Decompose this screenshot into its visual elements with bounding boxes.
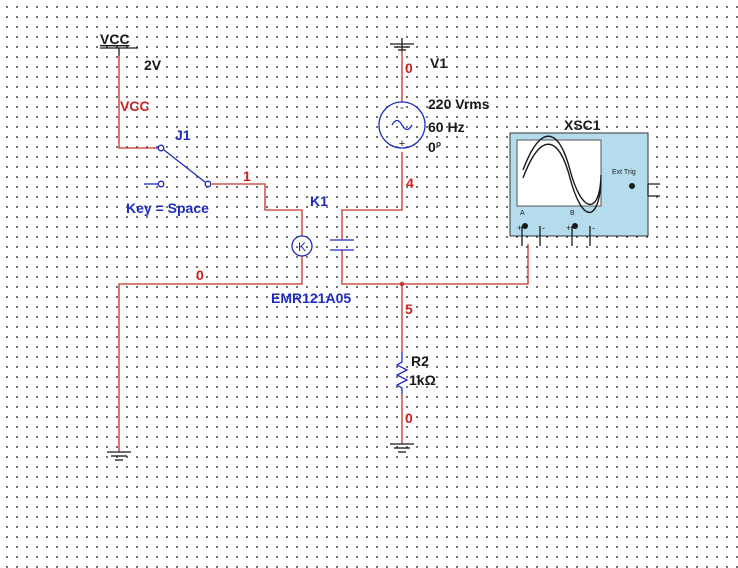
r2-zigzag	[395, 352, 409, 394]
junction-dot	[399, 281, 405, 287]
switch-blade	[163, 149, 206, 183]
ground-left[interactable]	[107, 451, 131, 461]
resistor-r2[interactable]: R2 1kΩ	[395, 352, 436, 394]
wire-net-0-ground[interactable]	[118, 256, 303, 452]
net-label-0-v1: 0	[405, 60, 413, 76]
scope-b-minus: -	[592, 223, 595, 233]
wire-net-5[interactable]	[341, 244, 529, 285]
net-label-4: 4	[406, 175, 414, 191]
v1-minus-sign: -	[400, 102, 404, 114]
scope-channel-a-label: A	[520, 210, 525, 217]
ac-source-v1[interactable]: + - V1 220 Vrms 60 Hz 0°	[378, 55, 490, 155]
switch-key-label: Key = Space	[126, 200, 209, 216]
scope-wave-icon-2	[522, 143, 602, 213]
ground-top-v1[interactable]	[390, 38, 414, 51]
v1-plus-sign: +	[399, 138, 405, 150]
switch-j1[interactable]: J1 Key = Space	[126, 127, 212, 216]
wire-vcc-to-switch[interactable]	[118, 56, 158, 149]
r2-ref: R2	[411, 353, 429, 369]
switch-terminal-top	[157, 144, 165, 152]
scope-channel-b-terminal[interactable]	[572, 223, 578, 229]
net-label-0-r2: 0	[405, 410, 413, 426]
wire-net-1[interactable]	[212, 183, 303, 236]
switch-terminal-bottom	[157, 180, 165, 188]
scope-ext-trig-label: Ext Trig	[612, 169, 636, 176]
v1-sine-icon	[391, 119, 413, 131]
scope-screen	[516, 139, 602, 207]
scope-a-leads	[521, 226, 541, 246]
v1-body	[378, 101, 426, 149]
vcc-net-label: VCC	[120, 98, 150, 114]
scope-channel-a-terminal[interactable]	[522, 223, 528, 229]
vcc-value: 2V	[144, 57, 162, 73]
net-label-1: 1	[243, 168, 251, 184]
scope-b-leads	[571, 226, 591, 246]
wire-net-4[interactable]	[341, 152, 403, 240]
scope-a-minus: -	[542, 223, 545, 233]
scope-wave-icon	[522, 135, 602, 205]
relay-model: EMR121A05	[271, 290, 351, 306]
relay-ref: K1	[310, 193, 328, 209]
r2-value: 1kΩ	[409, 372, 436, 388]
v1-voltage: 220 Vrms	[428, 96, 490, 112]
vcc-name: VCC	[100, 31, 130, 47]
ground-r2[interactable]	[390, 443, 414, 453]
net-label-0-left: 0	[196, 267, 204, 283]
v1-ref: V1	[430, 55, 447, 71]
scope-ref: XSC1	[564, 117, 601, 133]
oscilloscope-xsc1[interactable]: XSC1 Ext Trig A B + - + -	[509, 117, 660, 246]
v1-frequency: 60 Hz	[428, 119, 465, 135]
relay-k1[interactable]: K K1 EMR121A05	[271, 193, 354, 306]
scope-ext-trig-lead	[647, 183, 660, 197]
switch-ref: J1	[175, 127, 191, 143]
scope-channel-b-label: B	[570, 210, 575, 217]
switch-common-terminal	[204, 180, 212, 188]
scope-b-plus: +	[566, 223, 571, 233]
net-labels: 1 0 0 4 5 0	[196, 60, 414, 426]
scope-a-plus: +	[517, 223, 522, 233]
relay-coil	[291, 235, 313, 257]
net-label-5: 5	[405, 301, 413, 317]
vcc-supply[interactable]: VCC 2V VCC	[100, 31, 162, 114]
relay-coil-letter: K	[298, 240, 306, 254]
wires	[118, 50, 529, 452]
v1-phase: 0°	[428, 139, 441, 155]
